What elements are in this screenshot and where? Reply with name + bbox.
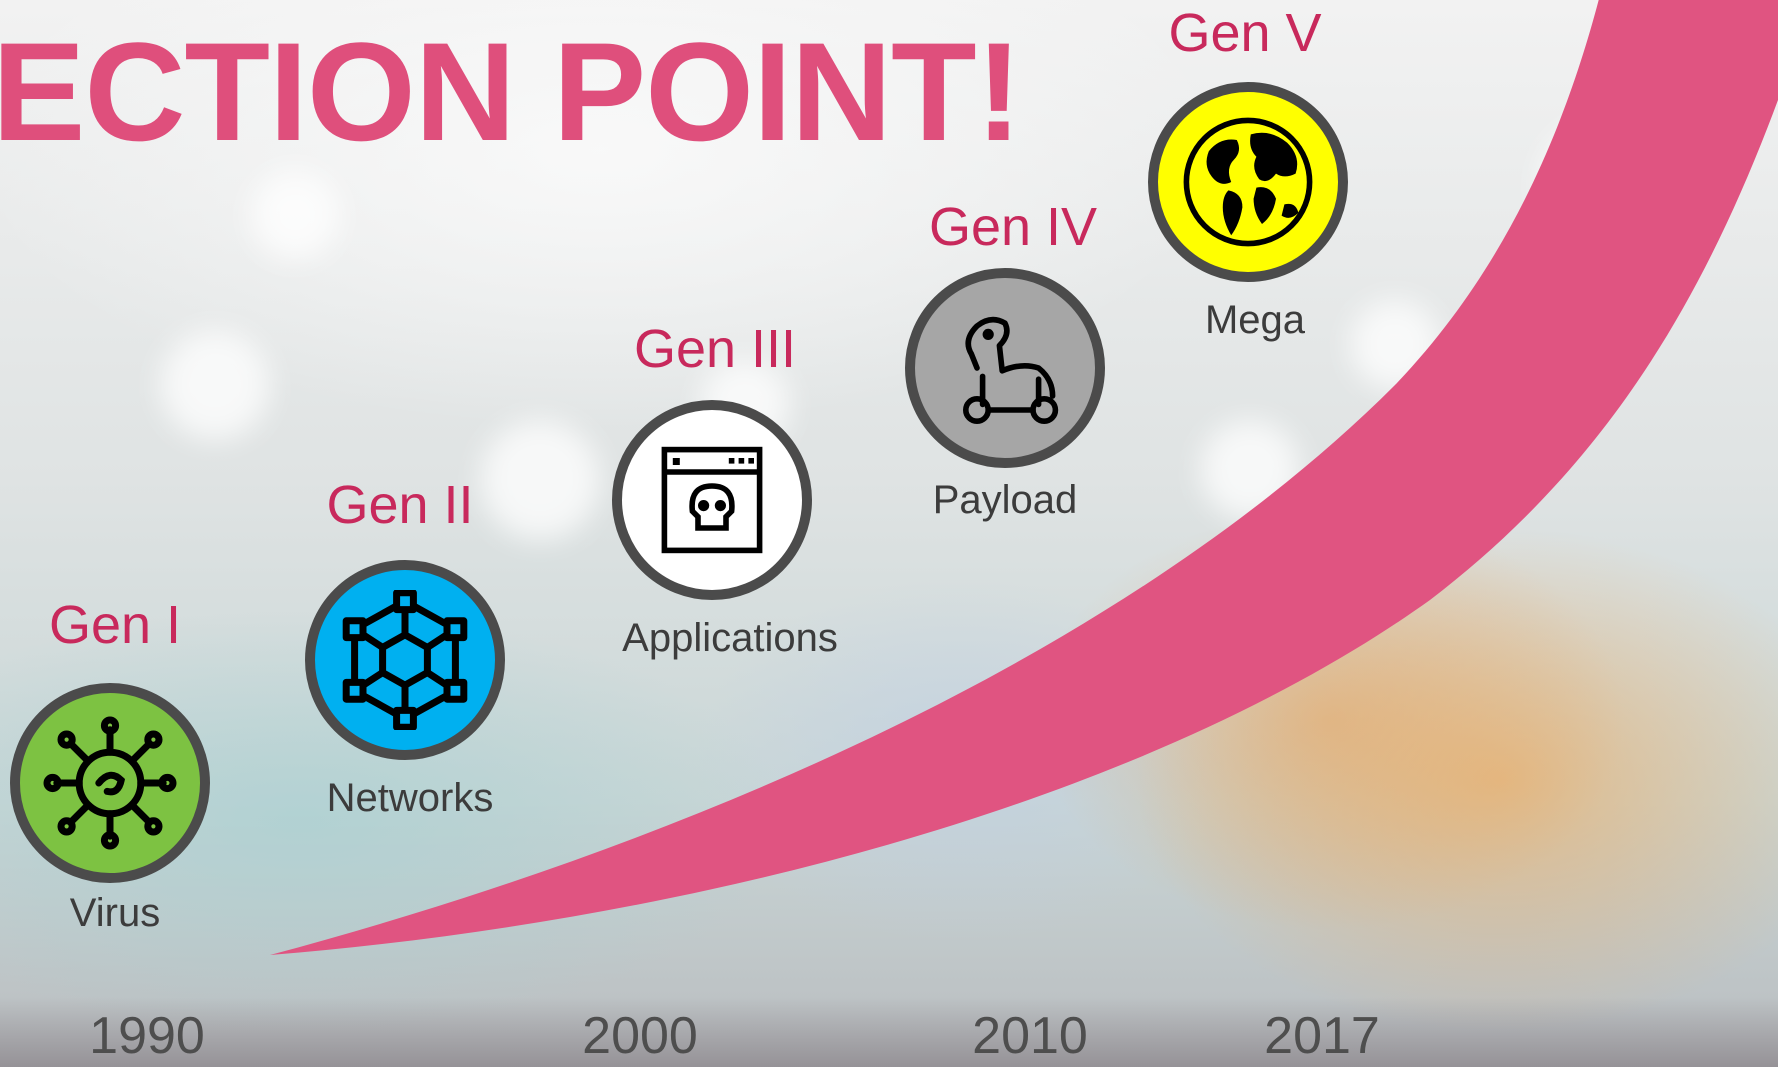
trojan-horse-icon — [963, 316, 1059, 424]
gen-circle — [905, 268, 1105, 468]
gen-caption: Payload — [932, 478, 1078, 522]
gen-circle — [1148, 82, 1348, 282]
network-cube-icon — [342, 590, 468, 730]
year-label: 1990 — [89, 1007, 205, 1065]
virus-icon — [43, 716, 177, 850]
gen-caption: Networks — [326, 776, 494, 820]
gen-caption: Virus — [69, 891, 161, 935]
year-label: 2017 — [1264, 1007, 1380, 1065]
gen-circle — [612, 400, 812, 600]
gen-label: Gen I — [48, 595, 182, 655]
page-title: ECTION POINT! — [0, 13, 1022, 170]
gen-caption: Mega — [1204, 298, 1306, 342]
gen-circle — [305, 560, 505, 760]
skull-window-icon — [661, 446, 763, 554]
globe-icon — [1183, 117, 1313, 247]
gen-caption: Applications — [622, 616, 838, 660]
year-label: 2010 — [972, 1007, 1088, 1065]
gen-circle — [10, 683, 210, 883]
gen-label: Gen IV — [928, 197, 1098, 257]
gen-label: Gen II — [326, 475, 474, 535]
year-label: 2000 — [582, 1007, 698, 1065]
gen-label: Gen V — [1168, 3, 1322, 63]
gen-label: Gen III — [633, 319, 797, 379]
